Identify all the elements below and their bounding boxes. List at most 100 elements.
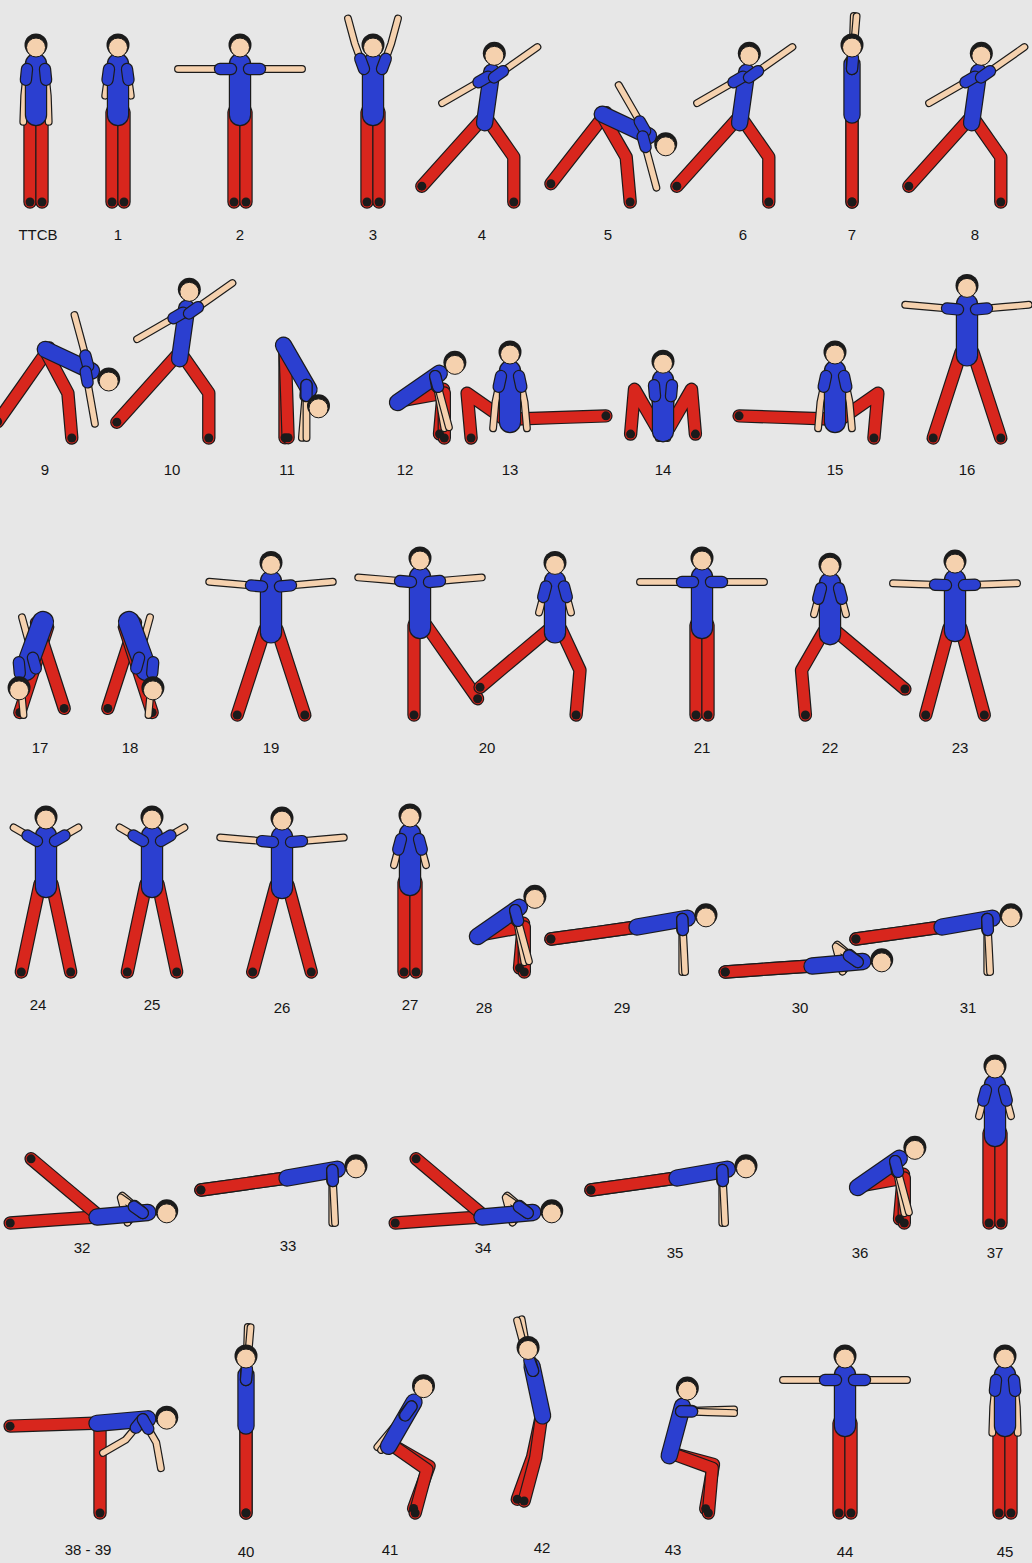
exercise-figure (851, 903, 1022, 972)
shirt-sleeve (681, 1406, 692, 1416)
shoe (400, 968, 409, 977)
shirt-sleeve (327, 1170, 338, 1181)
shoe (586, 1186, 595, 1195)
shirt-sleeve (677, 919, 688, 930)
arm-outline (220, 838, 273, 843)
exercise-number: 45 (997, 1543, 1014, 1561)
trouser-leg-outline (856, 927, 945, 940)
trouser-leg-outline (909, 119, 969, 186)
trouser-leg (591, 1178, 680, 1191)
shirt-sleeve (847, 58, 857, 69)
shirt-sleeve (640, 121, 646, 131)
shirt-sleeve (327, 1170, 337, 1181)
shirt-sleeve (127, 69, 129, 80)
exercise-figure (546, 903, 717, 972)
hair (155, 1406, 178, 1429)
hair (25, 34, 48, 57)
shirt-sleeve (382, 59, 386, 69)
hair (141, 676, 164, 699)
face (273, 811, 292, 830)
arm-outline (435, 376, 449, 427)
shirt-sleeve-outline (494, 71, 503, 77)
arm-outline (332, 1170, 335, 1223)
face (986, 1059, 1005, 1078)
arm (640, 579, 693, 585)
hair (517, 1336, 540, 1359)
arm (429, 577, 482, 582)
trouser-leg-outline (975, 120, 1001, 202)
shirt-sleeve-outline (152, 662, 153, 673)
shirt-torso (108, 64, 128, 115)
shirt-sleeve (515, 910, 517, 921)
exercise-number: 4 (478, 226, 486, 244)
face (542, 1204, 561, 1223)
shirt-sleeve (400, 581, 411, 582)
exercise-figure (721, 945, 894, 977)
shoe (26, 198, 35, 207)
shirt-sleeve-outline (654, 385, 655, 396)
exercise-number: 34 (475, 1239, 492, 1257)
arm (976, 305, 1029, 310)
exercise-number: 7 (848, 226, 856, 244)
exercise-figure (281, 345, 331, 442)
face (180, 282, 199, 301)
shirt-sleeve (966, 77, 976, 83)
shoe (123, 968, 132, 977)
face (519, 1340, 538, 1359)
trouser-leg (591, 1178, 680, 1191)
trouser-leg-outline (93, 1423, 106, 1513)
shoe (801, 710, 810, 719)
exercise-figure (6, 1154, 179, 1227)
exercise-figure (196, 1154, 367, 1223)
shoe (520, 967, 529, 976)
shoe (196, 1186, 205, 1195)
shirt-sleeve (895, 1161, 898, 1172)
exercise-number: 26 (274, 999, 291, 1017)
arm (220, 838, 273, 843)
exercise-figure (348, 19, 398, 207)
exercise-figure (669, 1377, 734, 1518)
shirt-sleeve (134, 1206, 142, 1213)
shirt-sleeve-outline (45, 69, 46, 80)
shoe (60, 704, 69, 713)
exercise-number: 27 (402, 996, 419, 1014)
hair (499, 341, 522, 364)
shirt-sleeve-outline (716, 1170, 729, 1181)
exercise-figure (467, 341, 611, 443)
trouser-leg (277, 629, 305, 715)
arm-outline (722, 1170, 725, 1223)
shirt-sleeve (530, 1360, 533, 1371)
arm-outline (358, 577, 411, 582)
shirt-sleeve-outline (854, 1374, 865, 1386)
exercise-number: 35 (667, 1244, 684, 1262)
arm (722, 1170, 725, 1223)
shoe (66, 968, 75, 977)
hair (271, 807, 294, 830)
trouser-leg-outline (933, 352, 961, 438)
trouser-leg-outline (725, 966, 815, 972)
trouser-leg (416, 1159, 485, 1217)
hair (819, 553, 842, 576)
exercise-figure (394, 804, 426, 977)
shoe (27, 1154, 36, 1163)
exercise-number: 42 (534, 1539, 551, 1557)
shirt-sleeve-outline (249, 63, 260, 75)
arm-outline (964, 583, 1017, 585)
arm-outline (711, 578, 764, 586)
face (99, 372, 118, 391)
exercise-number: 18 (122, 739, 139, 757)
shirt-sleeve-outline (400, 581, 411, 582)
shirt-sleeve-outline (846, 58, 859, 69)
trouser-leg-outline (0, 348, 49, 422)
face (958, 278, 977, 297)
face (143, 681, 162, 700)
shirt-torso (478, 907, 520, 936)
face (678, 1381, 697, 1400)
trouser-leg-outline (845, 112, 858, 202)
exercise-number: 1 (114, 226, 122, 244)
exercise-number: 12 (397, 461, 414, 479)
hair (8, 676, 31, 699)
trouser-leg-outline (253, 885, 276, 972)
trouser-leg-outline (725, 966, 815, 972)
exercise-number: 21 (694, 739, 711, 757)
